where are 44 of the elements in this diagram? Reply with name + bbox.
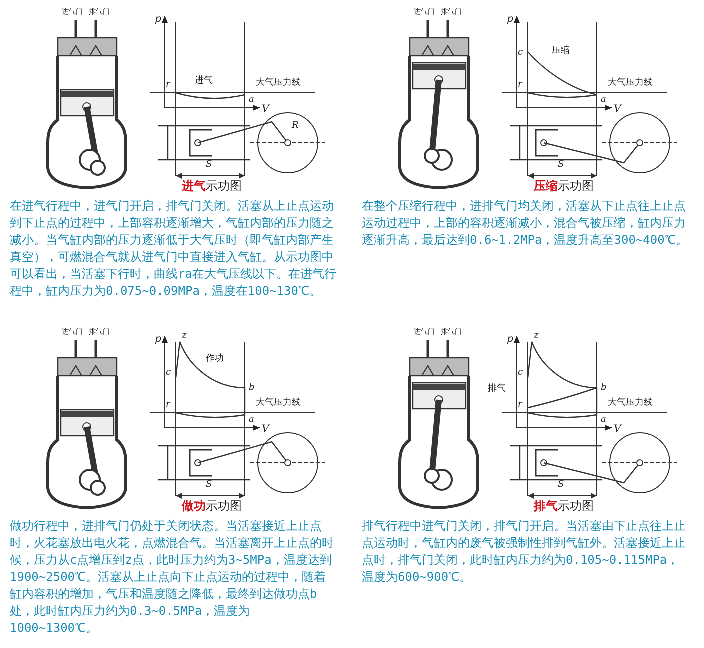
diagram-caption: 压缩示功图: [534, 178, 594, 195]
description-text: 做功行程中，进排气门仍处于关闭状态。当活塞接近上止点时，火花塞放出电火花，点燃混合气。当活塞离开上止点的时候，压力从c点增压到z点，此时压力约为3~5MPa，温度达到1900~2500℃。活塞从上止点向下止点运动的过程中，随着缸内容积的增加，气压和温度随之降低，最终到达做功点b处，此时缸内压力约为0.3~0.5MPa，温度为1000~1300℃。: [10, 518, 335, 637]
part-label: 排气: [488, 384, 506, 394]
point-label: a: [601, 415, 606, 426]
description-text: 排气行程中进气门关闭，排气门开启。当活塞由下止点往上止点运动时，气缸内的废气被强制性排到气缸外。活塞接近上止点时，排气门关闭，此时缸内压力约为0.105~0.115MPa，温度为600~900℃。: [362, 518, 687, 586]
axis-label: p: [507, 334, 514, 346]
axis-label: S: [206, 160, 212, 170]
description-text: 在整个压缩行程中，进排气门均关闭，活塞从下止点往上止点运动过程中，上部的容积逐渐减小，混合气被压缩，缸内压力逐渐升高，最后达到0.6~1.2MPa，温度升高至300~400℃。: [362, 198, 689, 249]
diagram-caption: 做功示功图: [182, 498, 242, 515]
axis-label: S: [558, 160, 564, 170]
diagram-caption: 排气示功图: [534, 498, 594, 515]
point-label: r: [166, 400, 170, 410]
axis-label: R: [292, 121, 299, 132]
part-label: 大气压力线: [608, 398, 653, 408]
axis-label: S: [558, 480, 564, 490]
part-label: 大气压力线: [256, 398, 301, 408]
point-label: c: [166, 368, 172, 378]
diagram-caption: 进气示功图: [182, 178, 242, 195]
point-label: b: [601, 383, 607, 394]
axis-label: p: [507, 14, 514, 26]
point-label: r: [166, 80, 170, 90]
description-text: 在进气行程中，进气门开启，排气门关闭。活塞从上止点运动到下止点的过程中，上部容积逐渐增大，气缸内部的压力随之减小。当气缸内部的压力逐渐低于大气压时（即气缸内部产生真空），可燃混合气就从进气门中直接进入气缸。从示功图中可以看出，当活塞下行时，曲线ra在大气压线以下。在进气行程中，缸内压力为0.075~0.09MPa，温度在100~130℃。: [10, 198, 338, 300]
point-label: a: [249, 95, 254, 106]
point-label: z: [182, 331, 187, 342]
axis-label: V: [262, 104, 270, 116]
axis-label: V: [614, 104, 622, 116]
part-label: 大气压力线: [256, 78, 301, 88]
point-label: r: [518, 80, 522, 90]
point-label: a: [601, 95, 606, 106]
point-label: z: [534, 331, 539, 342]
part-label: 压缩: [552, 46, 570, 56]
part-label: 作功: [206, 354, 224, 364]
axis-label: V: [614, 424, 622, 436]
axis-label: p: [155, 334, 162, 346]
point-label: r: [518, 400, 522, 410]
part-label: 大气压力线: [608, 78, 653, 88]
axis-label: V: [262, 424, 270, 436]
axis-label: p: [155, 14, 162, 26]
point-label: c: [518, 48, 524, 58]
point-label: c: [518, 368, 524, 378]
point-label: a: [249, 415, 254, 426]
point-label: b: [249, 383, 255, 394]
axis-label: S: [206, 480, 212, 490]
part-label: 进气: [195, 76, 213, 86]
